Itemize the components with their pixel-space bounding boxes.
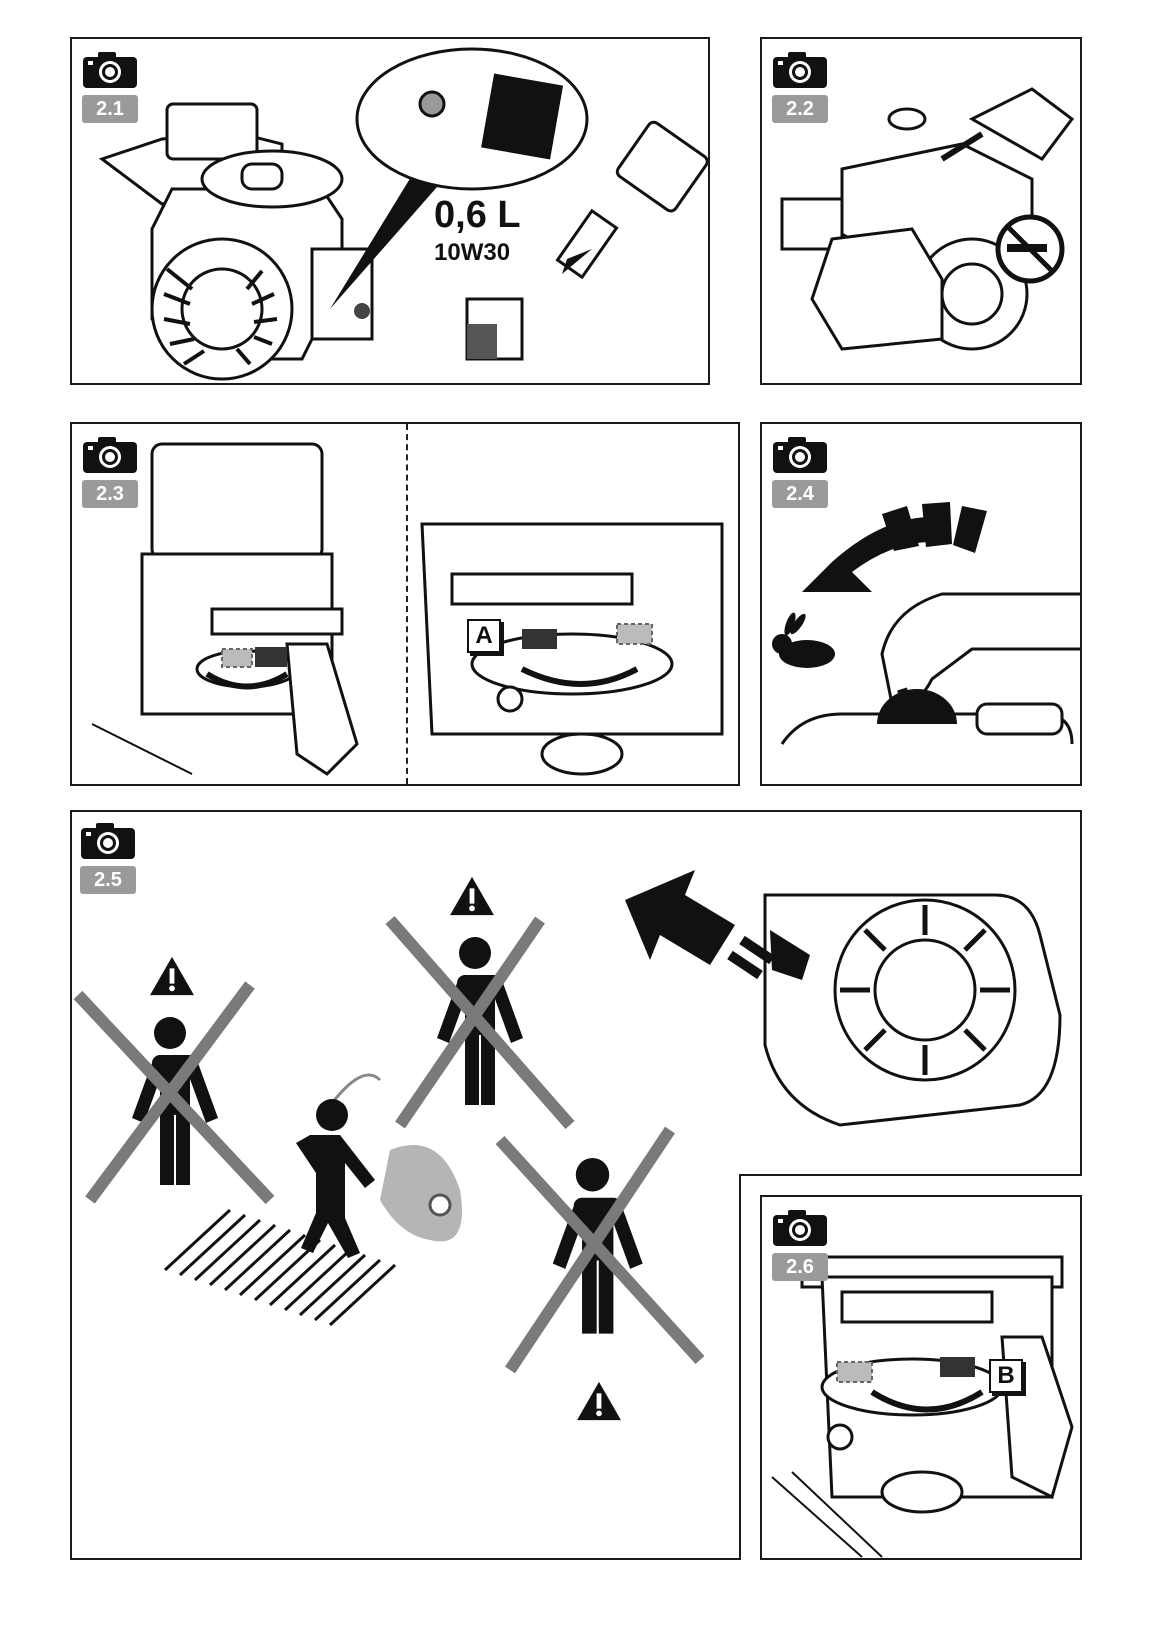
panel-divider (406, 424, 408, 784)
figure-2-3-panel: 2.3 A (70, 422, 740, 786)
figure-number: 2.5 (80, 866, 136, 894)
camera-icon (772, 51, 828, 89)
figure-badge: 2.3 (82, 436, 140, 508)
figure-number: 2.6 (772, 1253, 828, 1281)
figure-badge: 2.2 (772, 51, 830, 123)
camera-icon (80, 822, 136, 860)
choke-label-a: A (467, 619, 501, 653)
figure-badge: 2.1 (82, 51, 140, 123)
figure-number: 2.2 (772, 95, 828, 123)
figure-badge: 2.6 (772, 1209, 830, 1281)
camera-icon (772, 1209, 828, 1247)
figure-number: 2.4 (772, 480, 828, 508)
figure-number: 2.3 (82, 480, 138, 508)
camera-icon (772, 436, 828, 474)
choke-label-b: B (989, 1359, 1023, 1393)
oil-volume-label: 0,6 L (434, 194, 521, 237)
oil-grade-label: 10W30 (434, 239, 510, 267)
camera-icon (82, 436, 138, 474)
figure-2-2-panel: 2.2 (760, 37, 1082, 385)
engine-oil-fill-illustration (72, 39, 710, 385)
figure-badge: 2.5 (80, 822, 138, 894)
rabbit-icon (772, 611, 835, 668)
figure-number: 2.1 (82, 95, 138, 123)
figure-2-6-panel: 2.6 B (760, 1195, 1082, 1560)
figure-badge: 2.4 (772, 436, 830, 508)
no-smoking-icon (998, 217, 1062, 281)
figure-2-4-panel: 2.4 (760, 422, 1082, 786)
figure-2-1-panel: 2.1 0,6 L 10W30 (70, 37, 710, 385)
camera-icon (82, 51, 138, 89)
